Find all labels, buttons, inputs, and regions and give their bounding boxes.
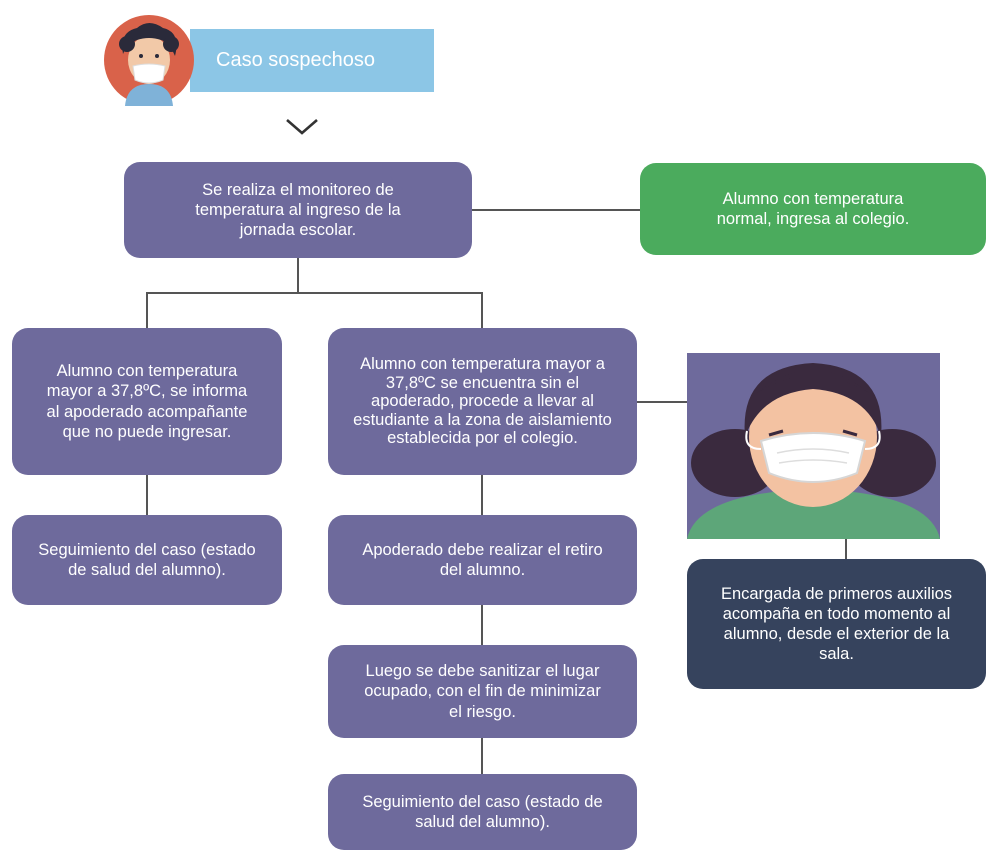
high-temp-with-guardian-box: Alumno con temperatura mayor a 37,8ºC, s…	[12, 328, 282, 475]
connector	[472, 209, 640, 211]
connector	[146, 292, 482, 294]
chevron-down-icon	[286, 119, 318, 135]
connector	[637, 401, 689, 403]
connector	[297, 258, 299, 292]
connector	[146, 292, 148, 328]
woman-with-mask-icon	[687, 353, 940, 539]
sanitize-box: Luego se debe sanitizar el lugar ocupado…	[328, 645, 637, 738]
guardian-pickup-box: Apoderado debe realizar el retiro del al…	[328, 515, 637, 605]
high-temp-without-guardian-box: Alumno con temperatura mayor a 37,8ºC se…	[328, 328, 637, 475]
followup-center-box: Seguimiento del caso (estado de salud de…	[328, 774, 637, 850]
connector	[481, 605, 483, 645]
first-aid-box: Encargada de primeros auxilios acompaña …	[687, 559, 986, 689]
monitoring-box: Se realiza el monitoreo de temperatura a…	[124, 162, 472, 258]
connector	[481, 475, 483, 515]
followup-left-box: Seguimiento del caso (estado de salud de…	[12, 515, 282, 605]
boy-with-mask-icon	[104, 15, 194, 106]
connector	[481, 292, 483, 328]
normal-temperature-box: Alumno con temperatura normal, ingresa a…	[640, 163, 986, 255]
case-title: Caso sospechoso	[190, 29, 434, 92]
connector	[146, 475, 148, 515]
connector	[481, 738, 483, 774]
connector	[845, 539, 847, 559]
